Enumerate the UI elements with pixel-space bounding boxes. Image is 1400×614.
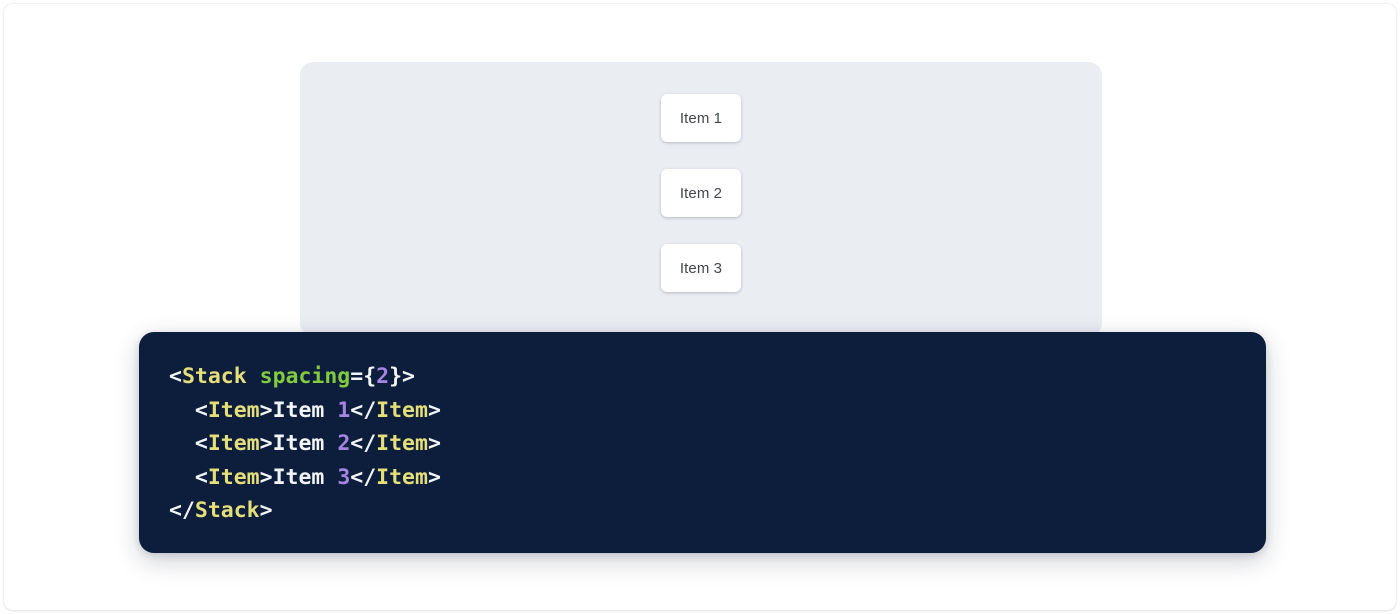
code-line: <Stack spacing={2}> (169, 360, 1266, 394)
code-token-punct: > (427, 397, 441, 423)
stack-item[interactable]: Item 3 (661, 244, 741, 292)
code-token-punct: > (427, 431, 441, 457)
code-token-punct: </ (350, 431, 377, 457)
code-token-tag: Item (376, 431, 428, 457)
code-token-text: Item (272, 397, 338, 423)
code-token-tag: Item (207, 464, 260, 490)
stack-item[interactable]: Item 2 (661, 169, 741, 217)
code-token-punct: < (169, 431, 208, 457)
code-line: <Item>Item 1</Item> (169, 394, 1266, 428)
code-token-punct (247, 364, 260, 389)
code-lines: <Stack spacing={2}> <Item>Item 1</Item> … (169, 360, 1266, 528)
stack-container: Item 1 Item 2 Item 3 (661, 94, 741, 292)
code-token-tag: Stack (181, 364, 247, 389)
stack-item[interactable]: Item 1 (661, 94, 741, 142)
code-token-text: Item (272, 464, 338, 490)
component-preview-panel: Item 1 Item 2 Item 3 (300, 62, 1102, 336)
code-token-punct: ={ (350, 364, 377, 389)
code-token-punct: </ (350, 464, 377, 490)
code-token-punct: }> (389, 364, 415, 389)
code-token-num: 2 (337, 431, 351, 457)
code-snippet-block: <Stack spacing={2}> <Item>Item 1</Item> … (139, 332, 1266, 553)
code-token-punct: < (169, 397, 208, 423)
code-token-num: 1 (337, 397, 351, 423)
code-token-num: 3 (337, 464, 351, 490)
code-token-punct: > (259, 397, 273, 423)
code-line: <Item>Item 3</Item> (169, 461, 1266, 495)
code-line: <Item>Item 2</Item> (169, 427, 1266, 461)
code-token-punct: > (259, 431, 273, 457)
code-token-punct: > (259, 498, 273, 524)
code-token-attr: spacing (259, 364, 351, 389)
code-token-punct: < (169, 464, 208, 490)
code-token-punct: </ (350, 397, 377, 423)
code-token-tag: Item (376, 464, 428, 490)
code-token-num: 2 (376, 364, 390, 389)
code-token-tag: Item (207, 431, 260, 457)
code-token-punct: < (169, 364, 182, 389)
code-token-punct: > (427, 464, 441, 490)
code-token-text: Item (272, 431, 338, 457)
code-token-tag: Item (207, 397, 260, 423)
code-token-punct: > (259, 464, 273, 490)
code-token-punct: </ (169, 498, 195, 524)
code-token-tag: Item (376, 397, 428, 423)
code-line: </Stack> (169, 494, 1266, 528)
code-token-tag: Stack (194, 498, 260, 524)
